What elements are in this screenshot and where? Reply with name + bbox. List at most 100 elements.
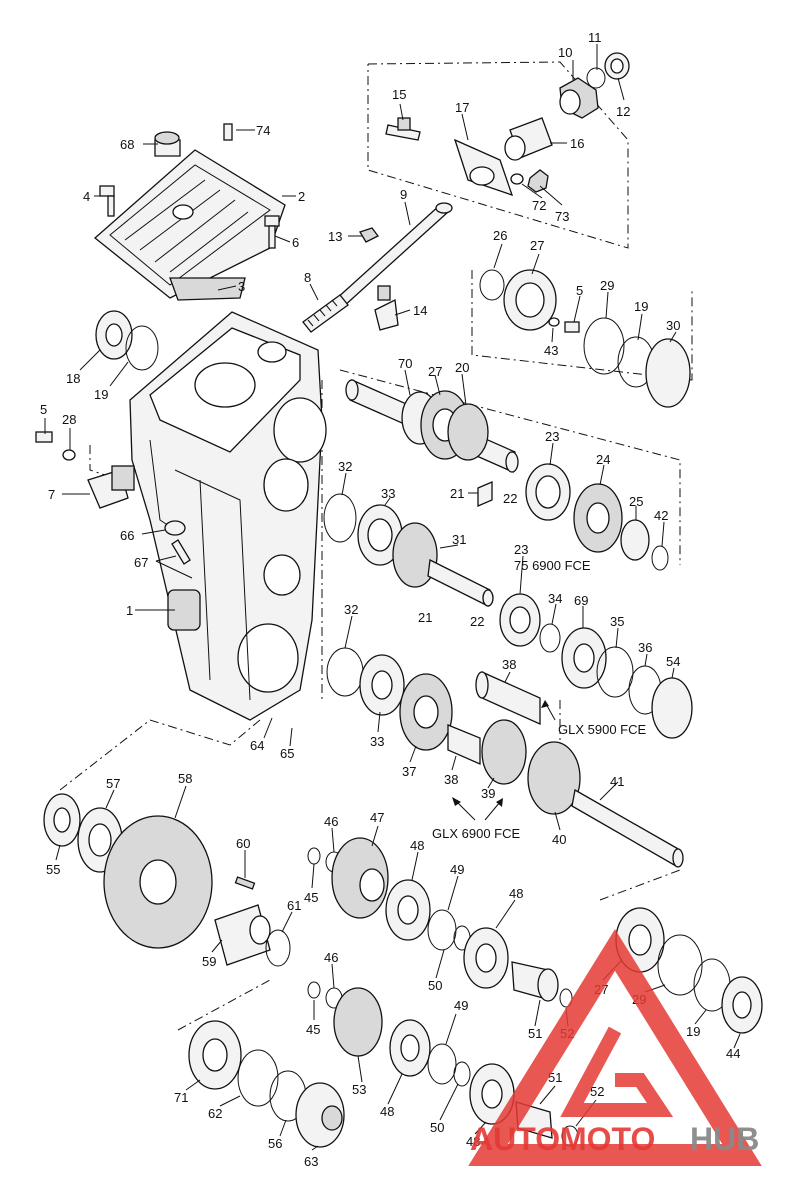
callout: 48 — [380, 1104, 394, 1119]
callout: 8 — [304, 270, 311, 285]
upper-bearing-group — [479, 269, 691, 408]
note-glx-6900: GLX 6900 FCE — [432, 826, 520, 841]
callout: 62 — [208, 1106, 222, 1121]
output-shaft-group — [307, 837, 579, 1147]
callout: 28 — [62, 412, 76, 427]
callout: 53 — [352, 1082, 366, 1097]
reduction-gear-group — [43, 793, 291, 967]
callout: 75 6900 FCE — [514, 558, 591, 573]
callout: 57 — [106, 776, 120, 791]
callout: 41 — [610, 774, 624, 789]
callout: 45 — [304, 890, 318, 905]
callout: 24 — [596, 452, 610, 467]
callout: 39 — [481, 786, 495, 801]
callout: 30 — [666, 318, 680, 333]
callout: 18 — [66, 371, 80, 386]
callout: 33 — [370, 734, 384, 749]
callout: 10 — [558, 45, 572, 60]
callout: 63 — [304, 1154, 318, 1169]
callout: 59 — [202, 954, 216, 969]
callout: 73 — [555, 209, 569, 224]
callout: 69 — [574, 593, 588, 608]
callout: 11 — [588, 30, 602, 45]
callout: 48 — [410, 838, 424, 853]
callout: 3 — [238, 279, 245, 294]
callout: 64 — [250, 738, 264, 753]
watermark-inner-mark — [560, 1026, 674, 1117]
top-cover — [93, 123, 286, 301]
rear-bearing-group — [615, 907, 763, 1034]
callout: 45 — [306, 1022, 320, 1037]
callout: 2 — [298, 189, 305, 204]
callout: 40 — [552, 832, 566, 847]
callout: 56 — [268, 1136, 282, 1151]
callout: 50 — [430, 1120, 444, 1135]
callout: 43 — [544, 343, 558, 358]
callout: 34 — [548, 591, 562, 606]
callout: 19 — [634, 299, 648, 314]
variant-notes: GLX 5900 FCE GLX 6900 FCE — [432, 722, 646, 841]
callout: 38 — [502, 657, 516, 672]
callout: 35 — [610, 614, 624, 629]
callout: 31 — [452, 532, 466, 547]
callout: 25 — [629, 494, 643, 509]
callout: 42 — [654, 508, 668, 523]
callout: 15 — [392, 87, 406, 102]
callout: 52 — [590, 1084, 604, 1099]
callout: 17 — [455, 100, 469, 115]
callout-labels: 10 11 12 15 17 16 74 68 4 2 6 9 13 72 73… — [40, 30, 740, 1169]
callout: 21 — [450, 486, 464, 501]
callout: 7 — [48, 487, 55, 502]
callout: 22 — [470, 614, 484, 629]
callout: 36 — [638, 640, 652, 655]
callout: 27 — [530, 238, 544, 253]
note-arrows — [452, 700, 556, 821]
callout: 19 — [686, 1024, 700, 1039]
callout: 72 — [532, 198, 546, 213]
callout: 33 — [381, 486, 395, 501]
callout: 61 — [287, 898, 301, 913]
callout: 55 — [46, 862, 60, 877]
callout: 51 — [548, 1070, 562, 1085]
callout: 51 — [528, 1026, 542, 1041]
callout: 70 — [398, 356, 412, 371]
callout: 48 — [509, 886, 523, 901]
callout: 29 — [600, 278, 614, 293]
callout: 65 — [280, 746, 294, 761]
callout: 48 — [466, 1134, 480, 1149]
callout: 26 — [493, 228, 507, 243]
callout: 5 — [40, 402, 47, 417]
callout: 20 — [455, 360, 469, 375]
left-small-parts — [35, 310, 191, 565]
watermark-logo: AUTO MOTO HUB — [468, 929, 762, 1166]
pto-group — [188, 1020, 345, 1148]
callout: 49 — [454, 998, 468, 1013]
callout: 58 — [178, 771, 192, 786]
callout: 16 — [570, 136, 584, 151]
callout: 46 — [324, 950, 338, 965]
callout: 23 — [545, 429, 559, 444]
callout: 23 — [514, 542, 528, 557]
callout: 66 — [120, 528, 134, 543]
callout: 60 — [236, 836, 250, 851]
callout: 9 — [400, 187, 407, 202]
callout: 71 — [174, 1090, 188, 1105]
callout: 38 — [444, 772, 458, 787]
callout: 44 — [726, 1046, 740, 1061]
countershaft-group — [323, 493, 693, 868]
callout: 5 — [576, 283, 583, 298]
callout: 12 — [616, 104, 630, 119]
callout: 47 — [370, 810, 384, 825]
callout: 19 — [94, 387, 108, 402]
watermark-text-auto: AUTO — [470, 1121, 560, 1157]
callout: 54 — [666, 654, 680, 669]
mainshaft-group — [345, 379, 519, 507]
callout: 27 — [428, 364, 442, 379]
callout: 37 — [402, 764, 416, 779]
callout: 1 — [126, 603, 133, 618]
note-glx-5900: GLX 5900 FCE — [558, 722, 646, 737]
callout: 49 — [450, 862, 464, 877]
shift-rod-assembly — [302, 117, 553, 333]
callout: 22 — [503, 491, 517, 506]
